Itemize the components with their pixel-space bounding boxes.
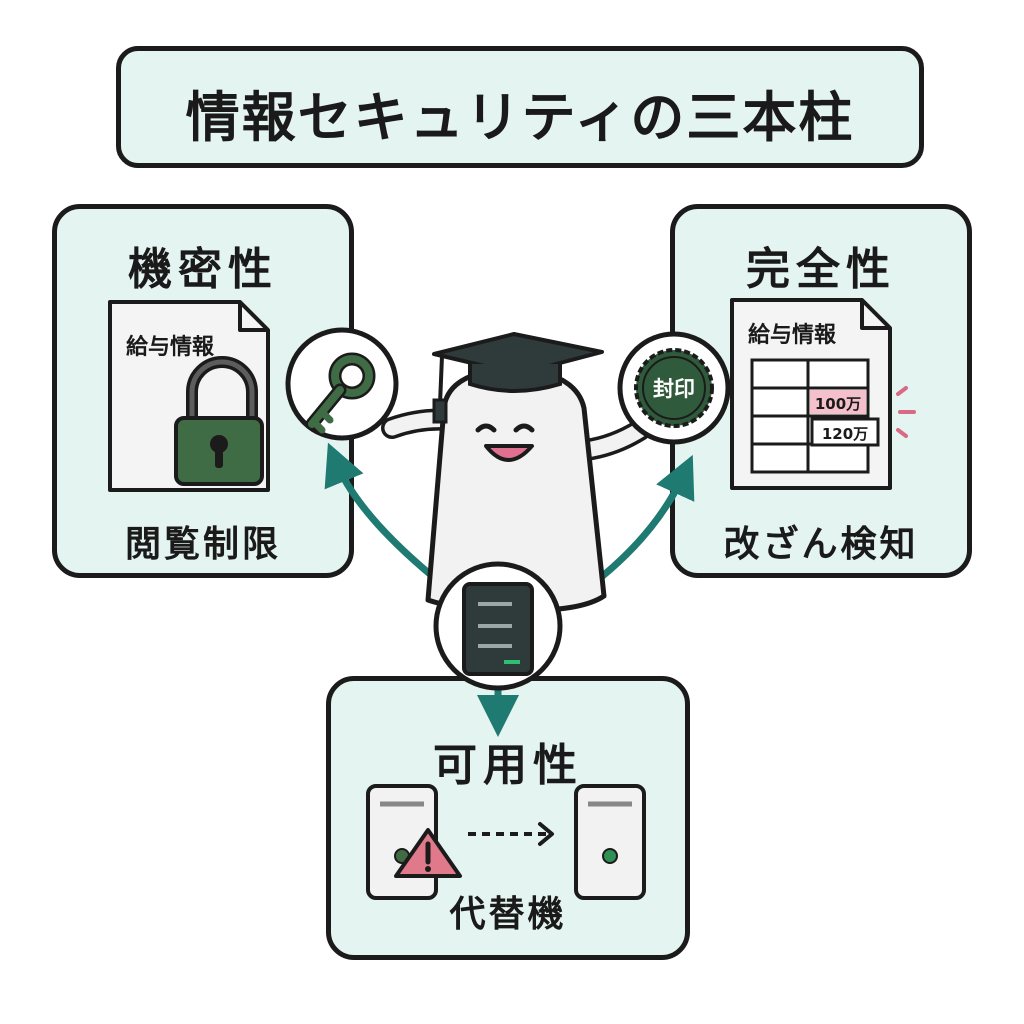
integrity-doc-label: 給与情報	[748, 322, 837, 348]
key-icon	[285, 327, 399, 441]
alert-marks-icon	[896, 386, 916, 438]
integrity-caption: 改ざん検知	[723, 524, 919, 565]
seal-text: 封印	[653, 377, 695, 401]
integrity-heading: 完全性	[746, 244, 896, 295]
confidentiality-heading: 機密性	[128, 244, 278, 295]
server-icon	[433, 561, 563, 691]
failover-arrow-icon	[468, 822, 554, 846]
availability-caption: 代替機	[449, 894, 567, 935]
original-value: 100万	[815, 395, 861, 413]
padlock-icon	[174, 356, 264, 486]
tampered-value: 120万	[822, 425, 868, 443]
seal-icon: 封印	[617, 331, 731, 445]
page-title: 情報セキュリティの三本柱	[185, 86, 855, 149]
backup-server-icon	[574, 784, 646, 900]
confidentiality-caption: 閲覧制限	[124, 524, 281, 565]
title-banner: 情報セキュリティの三本柱	[116, 46, 924, 168]
availability-heading: 可用性	[433, 740, 583, 791]
integrity-document: 給与情報 100万 120万	[730, 298, 916, 490]
mascot-character	[381, 365, 651, 613]
warning-icon	[394, 828, 462, 878]
data-table: 100万 120万	[750, 358, 880, 474]
graduation-cap-icon	[432, 332, 604, 424]
confidentiality-doc-label: 給与情報	[126, 334, 215, 360]
